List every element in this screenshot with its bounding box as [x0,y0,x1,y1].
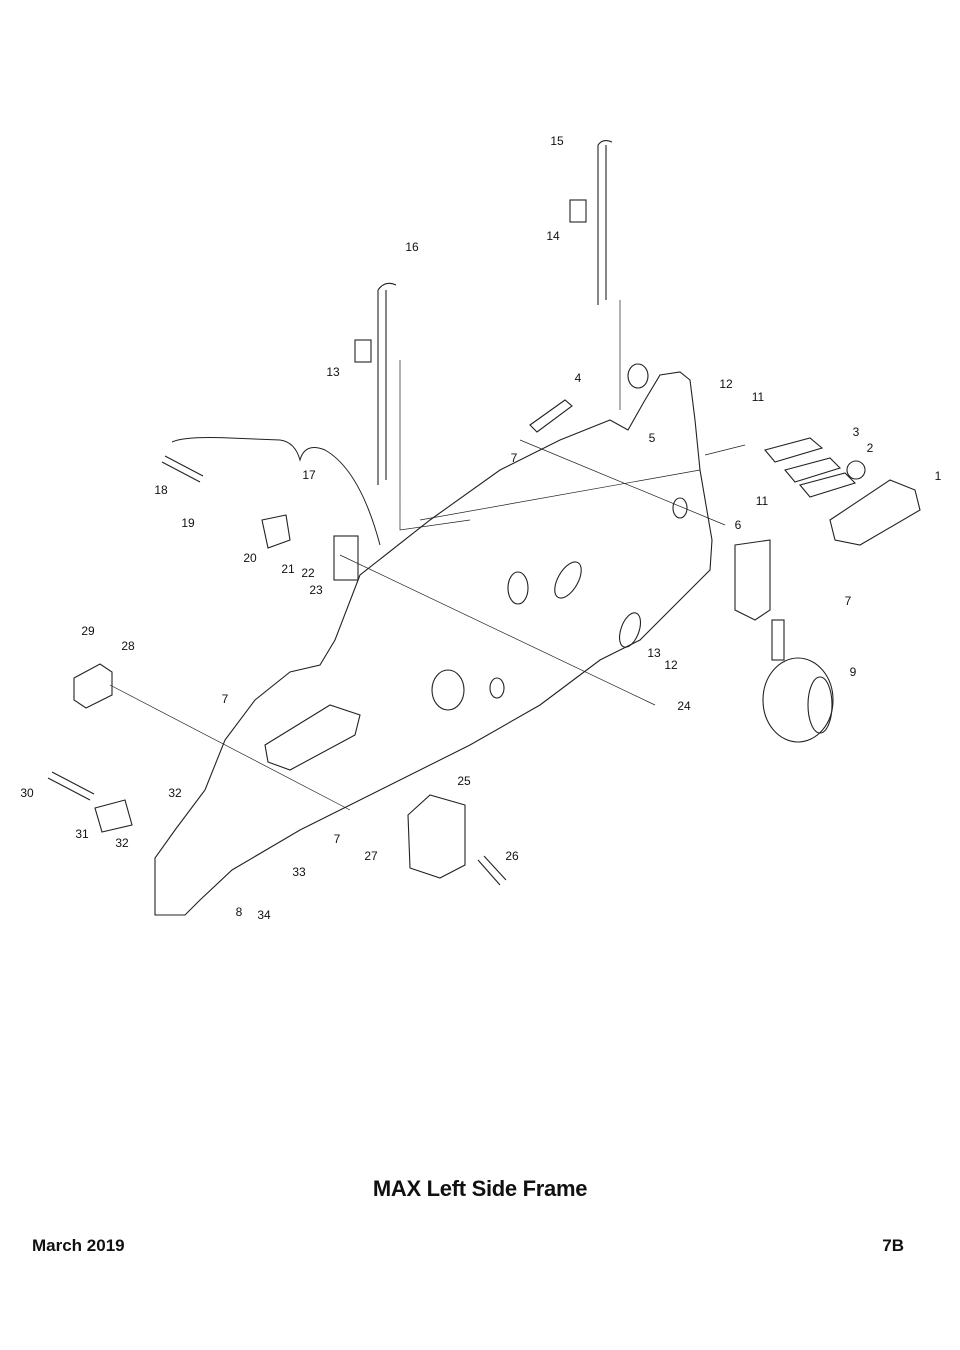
callout-17: 17 [302,468,316,482]
plate-hole [431,669,465,711]
callout-12: 12 [719,377,733,391]
callout-22: 22 [301,566,315,580]
callout-16: 16 [405,240,419,254]
bolt-17 [161,455,204,483]
caster-8-hub [807,676,833,734]
page-number: 7B [882,1236,904,1255]
plate-hole [489,677,505,699]
plate-hole [672,497,688,519]
shims-3 [764,437,857,498]
block-22 [333,535,359,581]
callout-8: 8 [236,905,243,919]
callout-11: 11 [752,390,765,404]
diagram-title: MAX Left Side Frame [372,1176,588,1201]
callout-25: 25 [457,774,471,788]
callout-15: 15 [550,134,564,148]
bushing-30 [94,799,133,833]
bolt-29 [47,771,95,801]
callout-9: 9 [850,665,857,679]
exploded-parts-diagram: 1234567777891111121213131415161718192021… [20,134,941,922]
block-24 [407,794,466,879]
callout-23: 23 [309,583,323,597]
callout-13: 13 [647,646,661,660]
vertical-bar-right [597,139,613,305]
callout-26: 26 [505,849,519,863]
bumper-34 [627,363,649,389]
bracket-13-left [354,339,372,363]
hinge-left [264,704,361,771]
callout-20: 20 [243,551,257,565]
callout-1: 1 [935,469,942,483]
callout-27: 27 [364,849,378,863]
callout-7: 7 [222,692,229,706]
block-27 [73,663,113,709]
caster-8-stem [771,619,785,661]
callout-24: 24 [677,699,691,713]
callout-14: 14 [546,229,560,243]
plate-hole [507,571,529,605]
callout-2: 2 [867,441,874,455]
callout-4: 4 [575,371,582,385]
callout-34: 34 [257,908,271,922]
bracket-13-right [569,199,587,223]
callout-33: 33 [292,865,306,879]
callout-18: 18 [154,483,168,497]
vertical-bar-left [377,282,397,485]
callout-7: 7 [845,594,852,608]
callout-12: 12 [664,658,678,672]
callout-11: 11 [756,494,769,508]
callout-28: 28 [121,639,135,653]
callout-29: 29 [81,624,95,638]
callout-5: 5 [649,431,656,445]
bolt-25 [477,855,507,886]
callout-19: 19 [181,516,195,530]
callout-32: 32 [115,836,129,850]
hinge-1 [829,479,921,546]
bracket-5 [734,539,771,621]
callout-7: 7 [511,451,518,465]
washer-2 [846,460,866,480]
callout-6: 6 [735,518,742,532]
callout-30: 30 [20,786,34,800]
callout-layer: 1234567777891111121213131415161718192021… [20,134,941,922]
callout-7: 7 [334,832,341,846]
bracket-16 [171,437,381,546]
callout-32: 32 [168,786,182,800]
callout-31: 31 [75,827,89,841]
callout-13: 13 [326,365,340,379]
side-frame-plate [154,371,713,916]
caster-8-wheel [762,657,834,743]
footer-date: March 2019 [32,1236,125,1255]
plate-hole [554,561,582,599]
reference-lines [109,300,746,811]
plate-hole [618,612,642,648]
cone-19 [261,514,291,549]
link-4 [529,399,573,433]
callout-21: 21 [281,562,295,576]
callout-3: 3 [853,425,860,439]
